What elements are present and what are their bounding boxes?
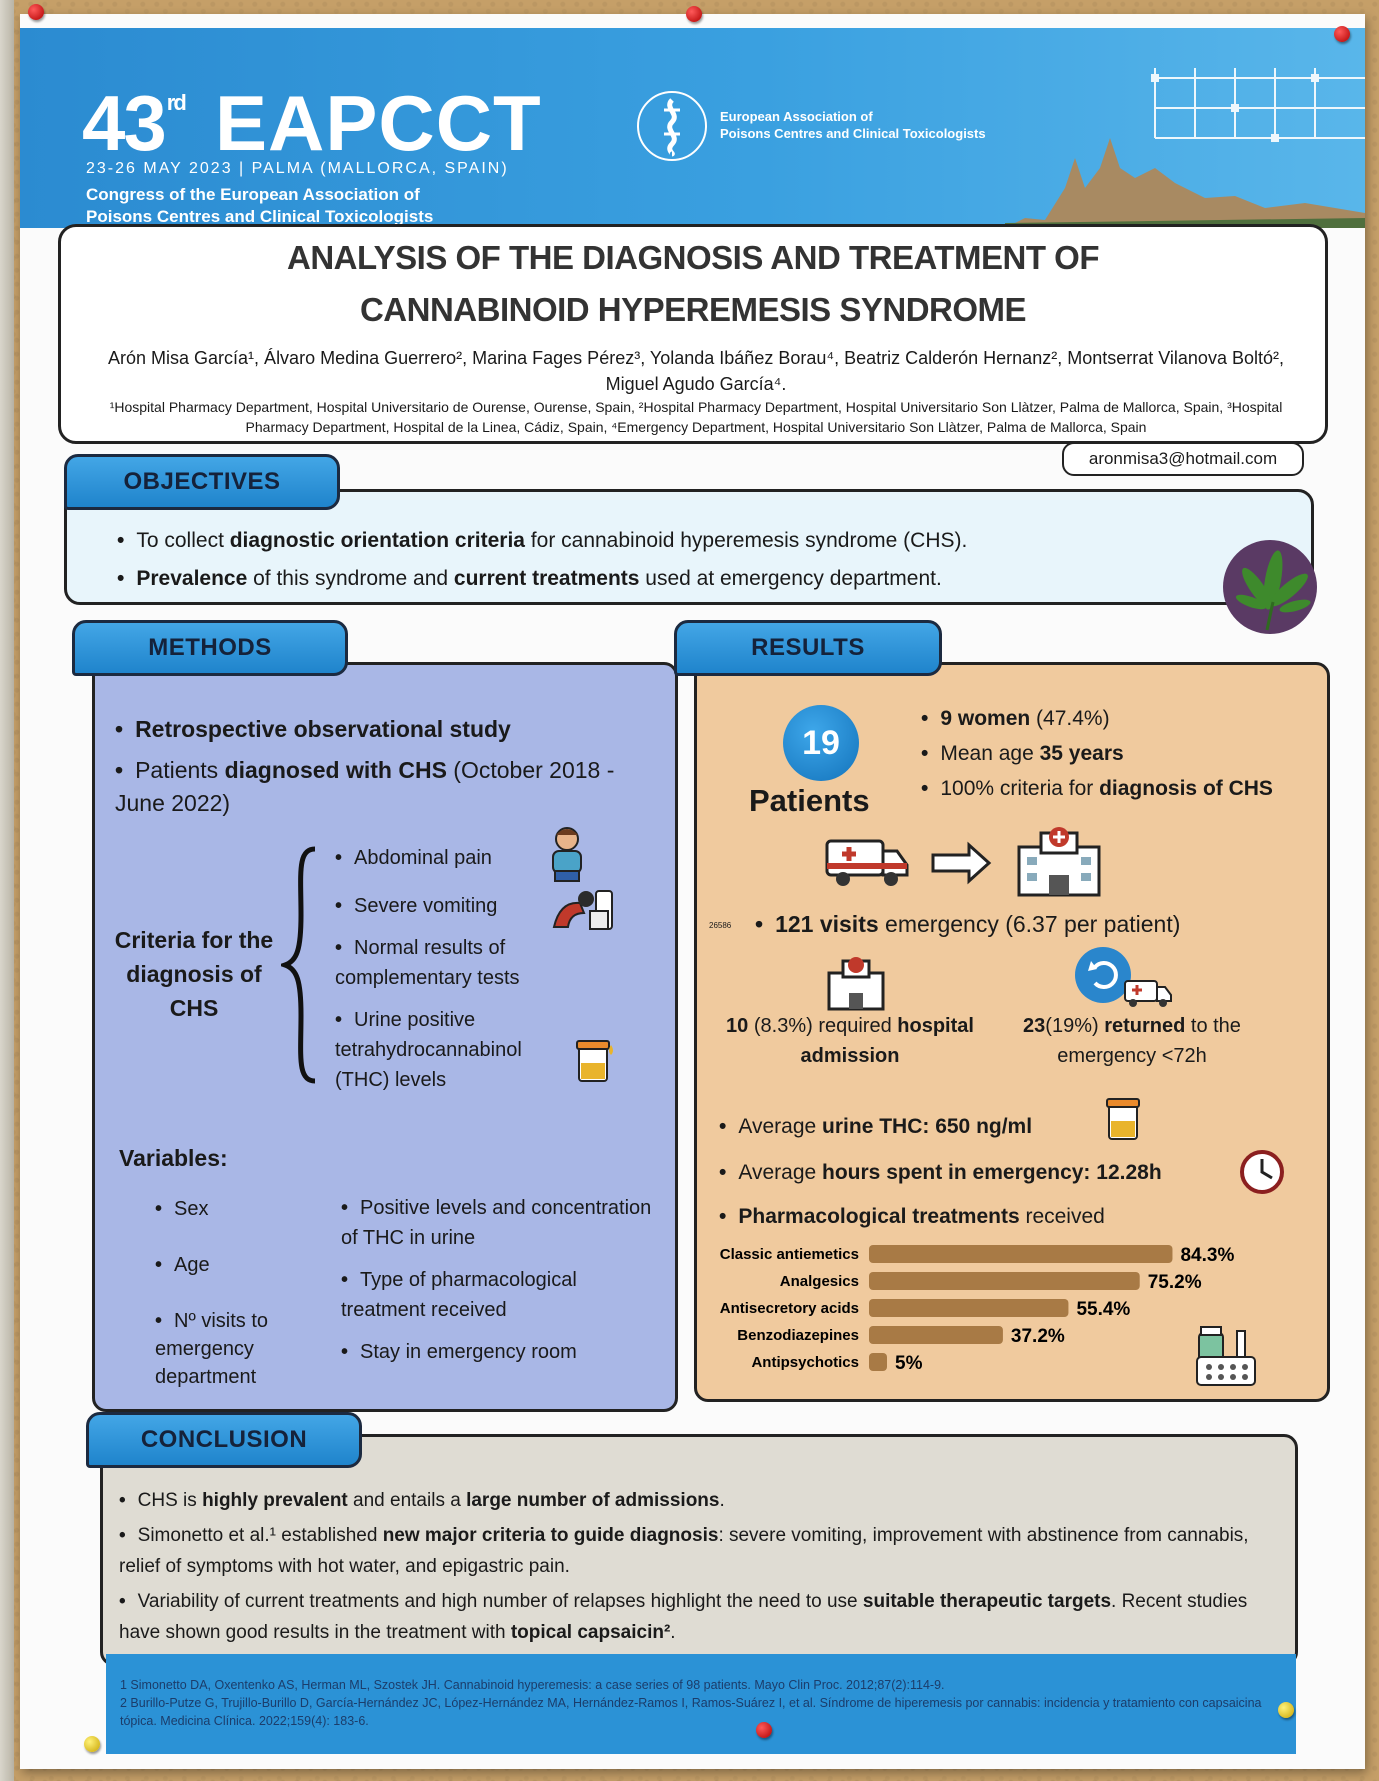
results-box: 19 Patients 9 women (47.4%) Mean age 35 … — [694, 662, 1330, 1402]
result-thc: Average urine THC: 650 ng/ml — [719, 1115, 1032, 1139]
result-women: 9 women (47.4%) — [921, 701, 1273, 736]
cathedral-skyline-icon — [1005, 68, 1365, 228]
bar — [869, 1353, 887, 1371]
bar-category-label: Benzodiazepines — [737, 1327, 859, 1344]
variable-item: Age — [155, 1251, 305, 1279]
patients-count: 19 — [783, 705, 859, 781]
result-visits: 121 visits emergency (6.37 per patient) — [755, 911, 1180, 938]
result-returned: 23(19%) returned to the emergency <72h — [1023, 1015, 1241, 1067]
hospital-admission-icon — [827, 957, 885, 1011]
conclusion-item: Variability of current treatments and hi… — [119, 1586, 1289, 1648]
bar-value-label: 84.3% — [1180, 1245, 1234, 1266]
pushpin-icon — [1334, 26, 1350, 42]
cannabis-leaf-icon — [1223, 540, 1317, 634]
criterion-item: Urine positive tetrahydrocannabinol (THC… — [335, 1005, 555, 1095]
objective-item: To collect diagnostic orientation criter… — [117, 522, 967, 560]
edition-number: 43rd — [82, 79, 187, 167]
objective-item: Prevalence of this syndrome and current … — [117, 560, 967, 598]
association-name: European Association of Poisons Centres … — [720, 109, 986, 141]
pushpin-icon — [28, 4, 44, 20]
contact-email[interactable]: aronmisa3@hotmail.com — [1062, 442, 1304, 476]
conclusion-item: Simonetto et al.¹ established new major … — [119, 1520, 1289, 1582]
result-pharma: Pharmacological treatments received — [719, 1205, 1104, 1229]
conference-dates: 23-26 MAY 2023 | PALMA (MALLORCA, SPAIN) — [86, 160, 509, 177]
variable-item: Positive levels and concentration of THC… — [341, 1193, 661, 1253]
result-age: Mean age 35 years — [921, 736, 1273, 771]
conference-header: 43rd EAPCCT 23-26 MAY 2023 | PALMA (MALL… — [20, 28, 1365, 228]
reference-item: 2 Burillo-Putze G, Trujillo-Burillo D, G… — [120, 1696, 1262, 1728]
bar — [869, 1299, 1069, 1317]
medication-icon — [1196, 1326, 1256, 1386]
result-admission: 10 (8.3%) required hospital admission — [726, 1015, 974, 1067]
clock-icon — [1240, 1150, 1284, 1194]
pushpin-icon — [686, 6, 702, 22]
variable-item: Stay in emergency room — [341, 1337, 661, 1367]
conclusion-heading: CONCLUSION — [86, 1412, 362, 1468]
bar — [869, 1245, 1173, 1263]
pushpin-icon — [756, 1722, 772, 1738]
criterion-item: Abdominal pain — [335, 843, 555, 873]
urine-sample-icon — [1106, 1098, 1140, 1140]
criterion-item: Severe vomiting — [335, 891, 555, 921]
objectives-heading: OBJECTIVES — [64, 454, 340, 510]
arrow-right-icon — [931, 841, 992, 885]
return-ambulance-icon — [1075, 947, 1172, 1007]
bar-category-label: Antisecretory acids — [720, 1300, 859, 1317]
criterion-item: Normal results of complementary tests — [335, 933, 555, 993]
poster: 43rd EAPCCT 23-26 MAY 2023 | PALMA (MALL… — [20, 14, 1365, 1769]
treatments-bar-chart: Classic antiemetics 84.3% Analgesics 75.2% A… — [720, 1245, 1234, 1374]
variable-item: Type of pharmacological treatment receiv… — [341, 1265, 661, 1325]
vomiting-icon — [552, 890, 613, 930]
conclusion-item: CHS is highly prevalent and entails a la… — [119, 1485, 1289, 1516]
method-item: Patients diagnosed with CHS (October 201… — [115, 754, 655, 820]
variable-item: Nº visits to emergency department — [155, 1307, 305, 1391]
bar-value-label: 5% — [895, 1353, 923, 1374]
result-hours: Average hours spent in emergency: 12.28h — [719, 1161, 1161, 1185]
brace-icon — [281, 846, 316, 1084]
pushpin-icon — [1278, 1702, 1294, 1718]
methods-box: Retrospective observational study Patien… — [92, 662, 678, 1412]
bar-category-label: Antipsychotics — [751, 1354, 859, 1371]
criteria-label: Criteria for the diagnosis of CHS — [114, 927, 274, 1021]
code-label: 26586 — [709, 921, 732, 930]
ambulance-to-hospital-icons — [825, 827, 1101, 897]
bar — [869, 1326, 1003, 1344]
wall-edge — [0, 0, 14, 1781]
pushpin-icon — [84, 1736, 100, 1752]
conference-acronym: EAPCCT — [215, 79, 542, 167]
hospital-icon — [1017, 827, 1101, 897]
result-criteria: 100% criteria for diagnosis of CHS — [921, 771, 1273, 806]
title-box: ANALYSIS OF THE DIAGNOSIS AND TREATMENT … — [58, 224, 1328, 444]
ambulance-icon — [825, 839, 909, 886]
bar-category-label: Classic antiemetics — [720, 1246, 859, 1263]
association-logo-icon — [637, 91, 707, 161]
patients-label: Patients — [749, 783, 870, 818]
variable-item: Sex — [155, 1195, 305, 1223]
bar — [869, 1272, 1140, 1290]
bar-value-label: 75.2% — [1148, 1272, 1202, 1293]
abdominal-pain-icon — [552, 827, 582, 882]
bar-value-label: 55.4% — [1076, 1299, 1130, 1320]
poster-title-line2: CANNABINOID HYPEREMESIS SYNDROME — [359, 291, 1027, 328]
urine-sample-icon — [576, 1040, 613, 1082]
references-bar: 1 Simonetto DA, Oxentenko AS, Herman ML,… — [106, 1654, 1296, 1754]
congress-name: Congress of the European Association of … — [86, 185, 434, 226]
bar-category-label: Analgesics — [780, 1273, 859, 1290]
method-item: Retrospective observational study — [115, 713, 655, 746]
results-heading: RESULTS — [674, 620, 942, 676]
reference-item: 1 Simonetto DA, Oxentenko AS, Herman ML,… — [120, 1678, 945, 1692]
authors: Arón Misa García¹, Álvaro Medina Guerrer… — [108, 348, 1284, 394]
poster-title-line1: ANALYSIS OF THE DIAGNOSIS AND TREATMENT … — [287, 239, 1099, 276]
affiliations: ¹Hospital Pharmacy Department, Hospital … — [109, 399, 1283, 435]
conclusion-box: CHS is highly prevalent and entails a la… — [100, 1434, 1298, 1666]
methods-heading: METHODS — [72, 620, 348, 676]
variables-title: Variables: — [119, 1145, 228, 1171]
bar-value-label: 37.2% — [1011, 1326, 1065, 1347]
